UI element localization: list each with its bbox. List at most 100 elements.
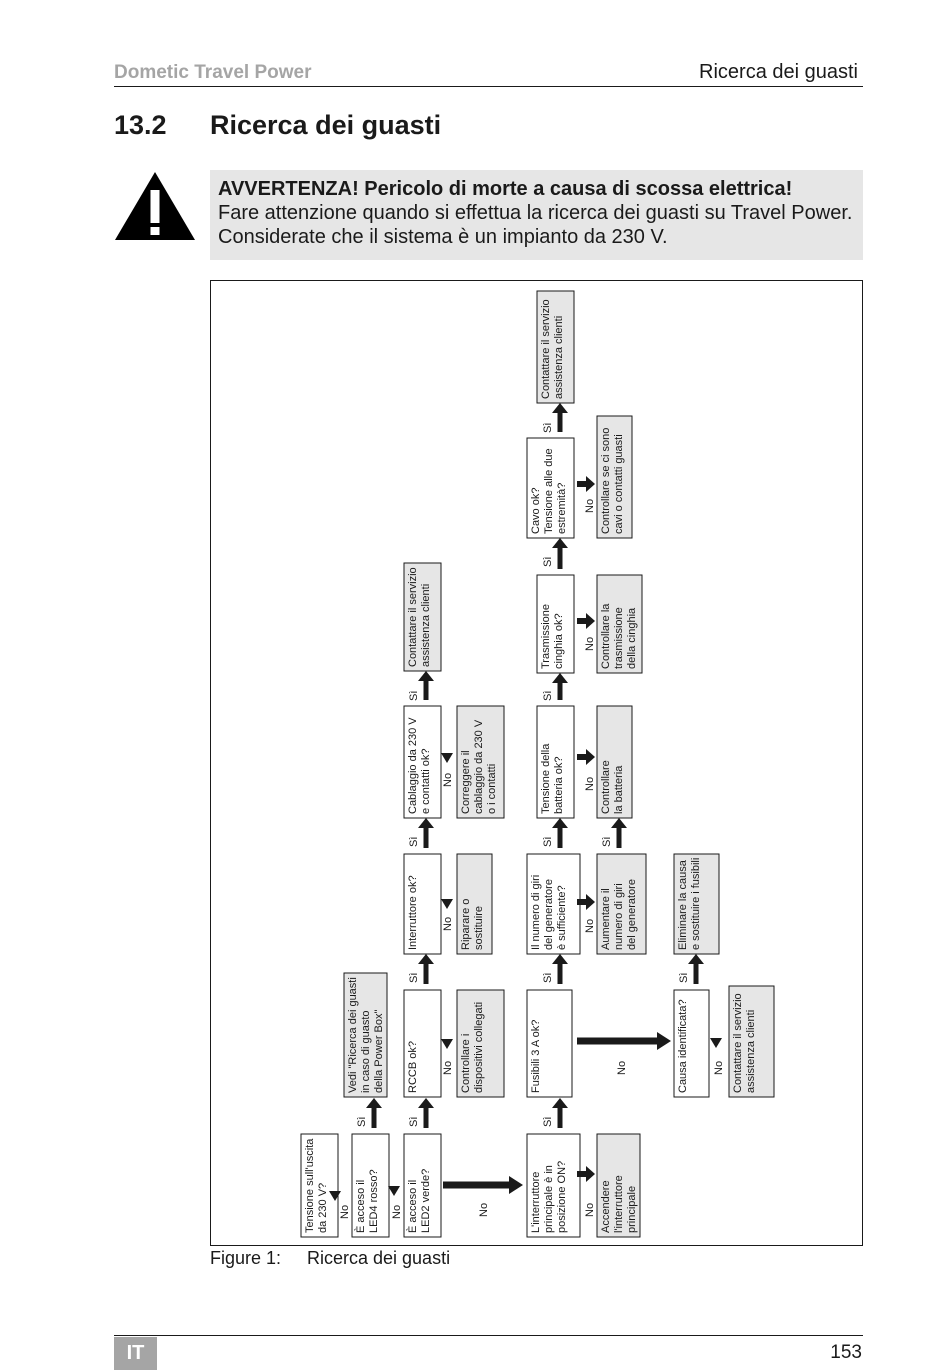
flow-node-text: Contattare il servizio: [407, 567, 419, 667]
flow-node-box: [673, 853, 720, 955]
flow-node-text: cavi o contatti guasti: [613, 434, 625, 534]
flow-label-yes: Sì: [408, 1117, 420, 1127]
flow-label-no: No: [584, 499, 596, 513]
page-number: 153: [830, 1342, 862, 1363]
flow-label-yes: Sì: [601, 837, 613, 847]
warning-box: AVVERTENZA! Pericolo di morte a causa di…: [210, 170, 863, 260]
flow-node-box: [526, 1133, 581, 1238]
flow-label-no: No: [391, 1205, 403, 1219]
flow-node-text: assistenza clienti: [745, 1010, 757, 1093]
flow-label-no: No: [442, 917, 454, 931]
flow-node-text: Contattare il servizio: [732, 993, 744, 1093]
flow-node-text: Controllare la: [600, 603, 612, 669]
header-chapter: Ricerca dei guasti: [699, 61, 858, 83]
flow-yes-arrow: [418, 818, 434, 848]
flow-no-arrow-large: [443, 1176, 523, 1194]
figure-caption: Ricerca dei guasti: [307, 1248, 451, 1268]
flow-node-text: Riparare o: [460, 899, 472, 950]
flow-yes-arrow: [552, 673, 568, 700]
flow-label-yes: Sì: [678, 973, 690, 983]
flow-no-arrow: [441, 899, 453, 909]
flow-node-box: [403, 705, 442, 819]
flow-node-text: L'interruttore: [530, 1172, 542, 1233]
flow-node-text: da 230 V?: [317, 1183, 329, 1233]
flow-node-box: [300, 1133, 339, 1238]
flow-yes-arrow: [611, 818, 627, 848]
flow-node-text: Accendere: [600, 1180, 612, 1233]
flow-label-yes: Sì: [542, 423, 554, 433]
flow-no-arrow: [577, 894, 595, 910]
flow-node-text: l'interruttore: [613, 1175, 625, 1233]
flow-yes-arrow: [552, 818, 568, 848]
flow-node-box: [403, 989, 442, 1098]
flow-yes-arrow: [366, 1098, 382, 1128]
flow-label-no: No: [584, 777, 596, 791]
section-number: 13.2: [114, 110, 167, 140]
flow-node-text: principale: [626, 1186, 638, 1233]
flow-node-text: della Power Box": [373, 1010, 385, 1093]
flow-label-no: No: [584, 637, 596, 651]
flow-node-text: cablaggio da 230 V: [473, 719, 485, 814]
flow-node-box: [526, 437, 575, 539]
flow-node-text: Correggere il: [460, 750, 472, 814]
flow-node-text: assistenza clienti: [420, 584, 432, 667]
header-divider: [114, 86, 863, 87]
flow-node-text: Contattare il servizio: [540, 299, 552, 399]
flow-node-text: trasmissione: [613, 607, 625, 669]
flow-node-text: Trasmissione: [540, 604, 552, 669]
flow-no-arrow-large: [577, 1032, 671, 1050]
flow-node-box: [526, 853, 581, 955]
flow-node-text: della cinghia: [626, 607, 638, 669]
flow-no-arrow: [388, 1186, 400, 1196]
flow-no-arrow: [577, 1166, 595, 1182]
flow-node-text: Causa identificata?: [677, 999, 689, 1093]
flow-node-text: estremità?: [556, 483, 568, 534]
flow-node-box: [351, 1133, 390, 1238]
flow-no-arrow: [577, 613, 595, 629]
flow-label-yes: Sì: [542, 1117, 554, 1127]
figure-number: Figure 1:: [210, 1248, 282, 1268]
flow-node-box: [596, 574, 643, 674]
flow-node-text: posizione ON?: [556, 1161, 568, 1233]
warning-triangle-icon: [115, 172, 195, 240]
flow-label-yes: Sì: [408, 691, 420, 701]
flow-no-arrow: [577, 749, 595, 765]
flow-label-no: No: [616, 1061, 628, 1075]
flow-node-box: [456, 853, 493, 955]
flow-node-box: [596, 853, 647, 955]
flow-node-text: Controllare se ci sono: [600, 428, 612, 534]
flow-node-text: dispositivi collegati: [473, 1002, 485, 1093]
flow-node-fusibili: Fusibili 3 A ok?: [526, 989, 573, 1098]
flow-yes-arrow: [418, 954, 434, 984]
flow-yes-arrow: [552, 538, 568, 569]
flow-label-yes: Sì: [542, 837, 554, 847]
flow-no-arrow: [329, 1191, 341, 1201]
flow-node-text: Cablaggio da 230 V: [407, 717, 419, 814]
flow-label-yes: Sì: [542, 973, 554, 983]
flow-node-interruttore-ok: Interruttore ok?: [403, 853, 442, 955]
flow-no-arrow: [577, 476, 595, 492]
flow-label-yes: Sì: [408, 973, 420, 983]
flow-yes-arrow: [418, 1098, 434, 1128]
flow-node-text: assistenza clienti: [553, 316, 565, 399]
flow-node-text: principale è in: [543, 1165, 555, 1233]
flow-label-no: No: [584, 919, 596, 933]
flow-label-yes: Sì: [408, 837, 420, 847]
flow-node-text: del generatore: [543, 879, 555, 950]
flow-no-arrow: [441, 1039, 453, 1049]
flow-label-no: No: [339, 1205, 351, 1219]
flow-no-arrow: [710, 1038, 722, 1048]
flow-node-box: [403, 853, 442, 955]
flow-node-text: È acceso il: [406, 1180, 419, 1233]
flow-yes-arrow: [552, 1098, 568, 1128]
